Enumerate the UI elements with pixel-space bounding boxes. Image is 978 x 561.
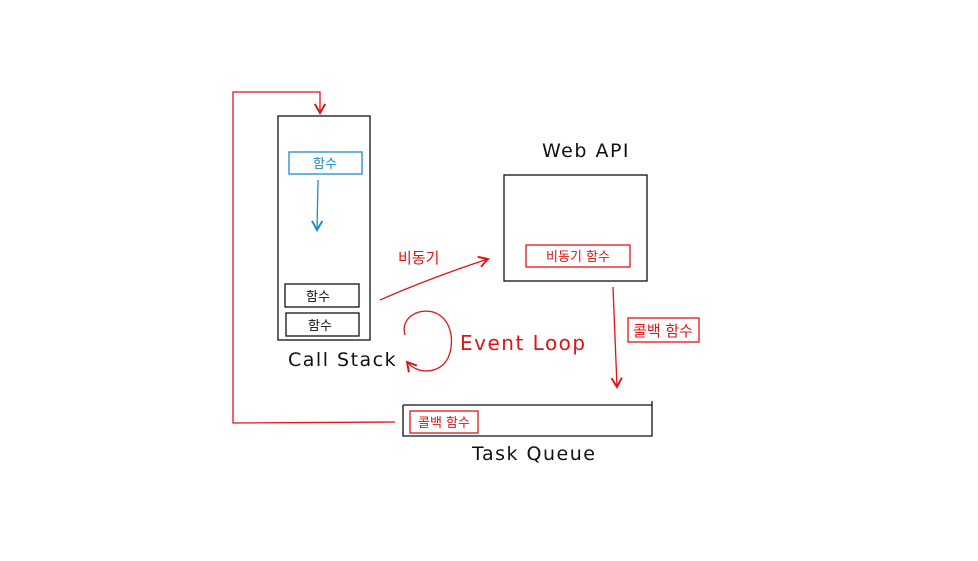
callback-arrow-label-box (627, 317, 700, 343)
event-loop-label: Event Loop (460, 331, 587, 355)
callback-arrow-label: 콜백 함수 (633, 322, 693, 340)
stack-item-box (284, 283, 360, 308)
task-queue-container (402, 401, 653, 437)
task-queue-item: 콜백 함수 (409, 410, 479, 434)
event-loop-cycle-icon (403, 310, 452, 373)
stack-item: 함수 (284, 283, 360, 308)
callback-arrow (610, 286, 623, 389)
call-stack-active-function: 함수 (288, 151, 363, 175)
task-queue-label: Task Queue (471, 443, 596, 465)
callback-function-box (409, 410, 479, 434)
call-stack-container (277, 115, 371, 341)
task-queue: 콜백 함수 Task Queue (402, 401, 653, 465)
active-function-text: 함수 (313, 157, 337, 172)
event-loop-return-arrow (232, 91, 396, 424)
web-api-item: 비동기 함수 (525, 244, 631, 268)
callback-arrow-tag: 콜백 함수 (627, 317, 700, 343)
async-arrow-label: 비동기 (398, 249, 439, 267)
async-function-text: 비동기 함수 (546, 250, 610, 265)
async-function-box (525, 244, 631, 268)
call-stack-label: Call Stack (288, 349, 397, 371)
active-function-box (288, 151, 363, 175)
async-call-arrow (379, 255, 490, 301)
call-stack: 함수 함수 함수 Call Stack (277, 115, 397, 371)
stack-item: 함수 (285, 312, 360, 337)
callback-function-text: 콜백 함수 (418, 416, 470, 431)
stack-item-text: 함수 (306, 290, 330, 305)
web-api-label: Web API (542, 140, 630, 162)
stack-item-box (285, 312, 360, 337)
web-api: Web API 비동기 함수 (503, 140, 648, 282)
stack-item-text: 함수 (308, 319, 332, 334)
call-stack-push-arrow (311, 179, 324, 232)
web-api-container (503, 174, 648, 282)
